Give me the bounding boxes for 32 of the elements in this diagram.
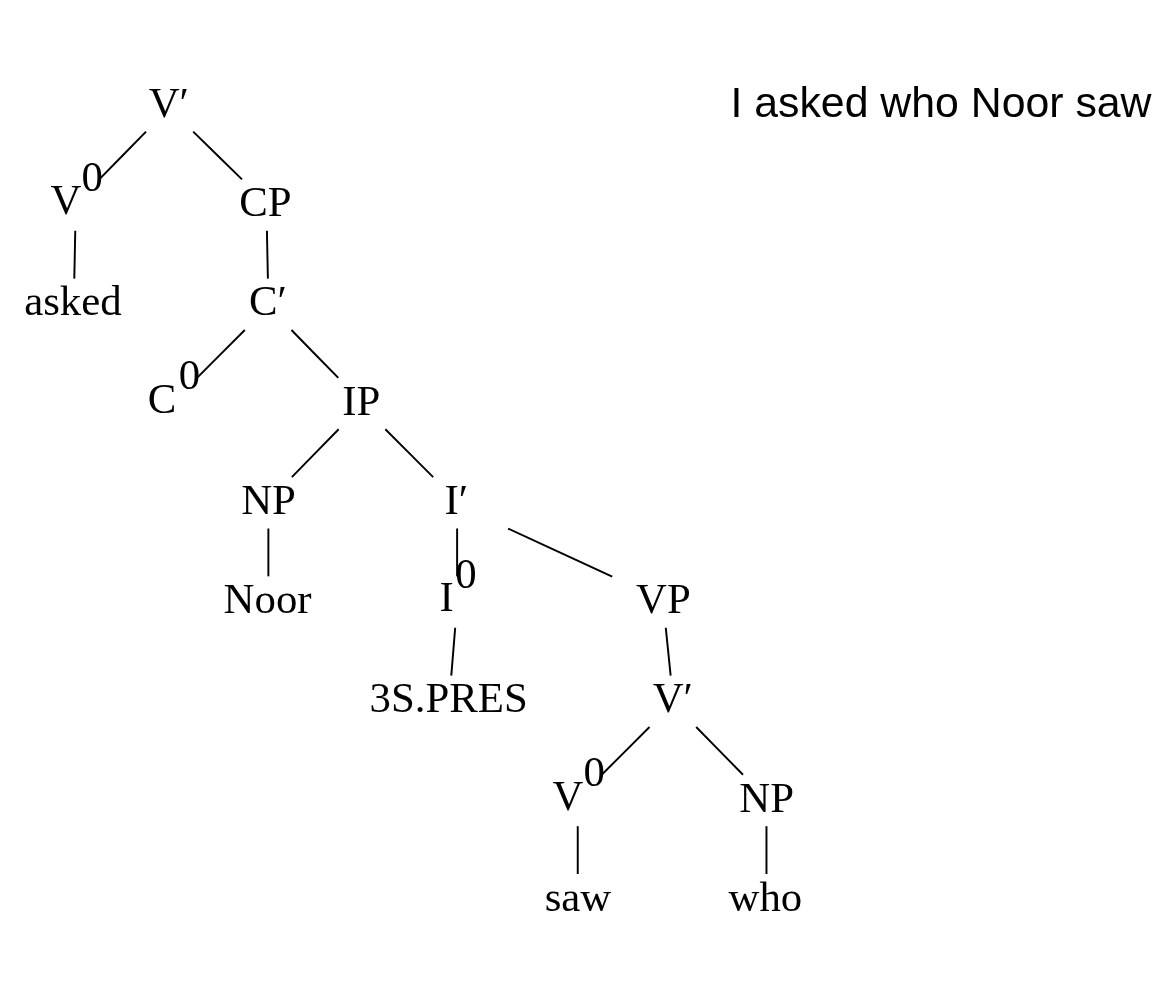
node-text: NP	[241, 475, 296, 523]
connector	[695, 725, 744, 776]
node-text: who	[728, 872, 803, 920]
connector	[196, 328, 246, 379]
node-text: 3S.PRES	[369, 673, 528, 721]
connector	[384, 427, 435, 478]
connector	[450, 626, 457, 677]
connector	[765, 824, 768, 875]
connector	[456, 527, 459, 577]
connector	[98, 130, 148, 180]
node-text: saw	[544, 872, 612, 920]
connector	[267, 527, 270, 577]
connector	[664, 626, 672, 677]
connector	[290, 427, 340, 478]
node-text: C′	[248, 276, 287, 324]
node-text: Noor	[223, 574, 312, 622]
connector	[290, 328, 340, 379]
node-text: I′	[444, 475, 469, 523]
node-text: VP	[636, 574, 691, 622]
connector	[192, 130, 243, 180]
node-text: asked	[24, 276, 122, 324]
node-text: V′	[148, 78, 189, 126]
node-text: NP	[739, 773, 794, 821]
connector	[265, 229, 269, 280]
connector	[73, 229, 77, 280]
label: I asked who Noor saw	[730, 77, 1152, 126]
connector	[576, 824, 579, 875]
connector	[507, 527, 614, 578]
connector	[600, 725, 651, 776]
node-text: IP	[342, 376, 381, 424]
node-text: V′	[652, 673, 693, 721]
node-text: CP	[239, 177, 292, 225]
